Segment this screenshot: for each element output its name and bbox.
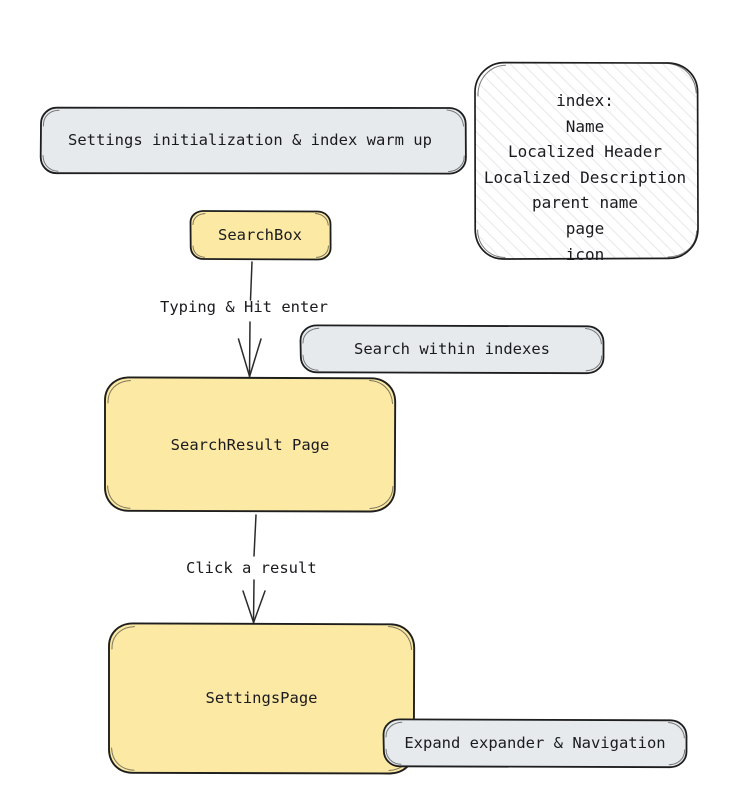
search-within-note[interactable] [300,324,604,374]
edge-click-arrow [242,514,266,624]
searchbox-node[interactable] [190,210,331,260]
expand-note-shape [382,718,688,769]
searchresult-page-shape [104,376,397,513]
settings-init-note-shape [39,106,467,175]
index-note[interactable] [474,62,698,259]
settings-init-note[interactable] [40,107,467,174]
expand-note[interactable] [383,718,687,768]
searchresult-page-node[interactable] [104,376,396,512]
edge-typing-arrow [237,261,262,378]
settings-page-node[interactable] [108,622,415,774]
searchbox-shape [189,210,332,261]
search-within-note-shape [299,324,605,375]
index-note-shape [474,61,699,260]
